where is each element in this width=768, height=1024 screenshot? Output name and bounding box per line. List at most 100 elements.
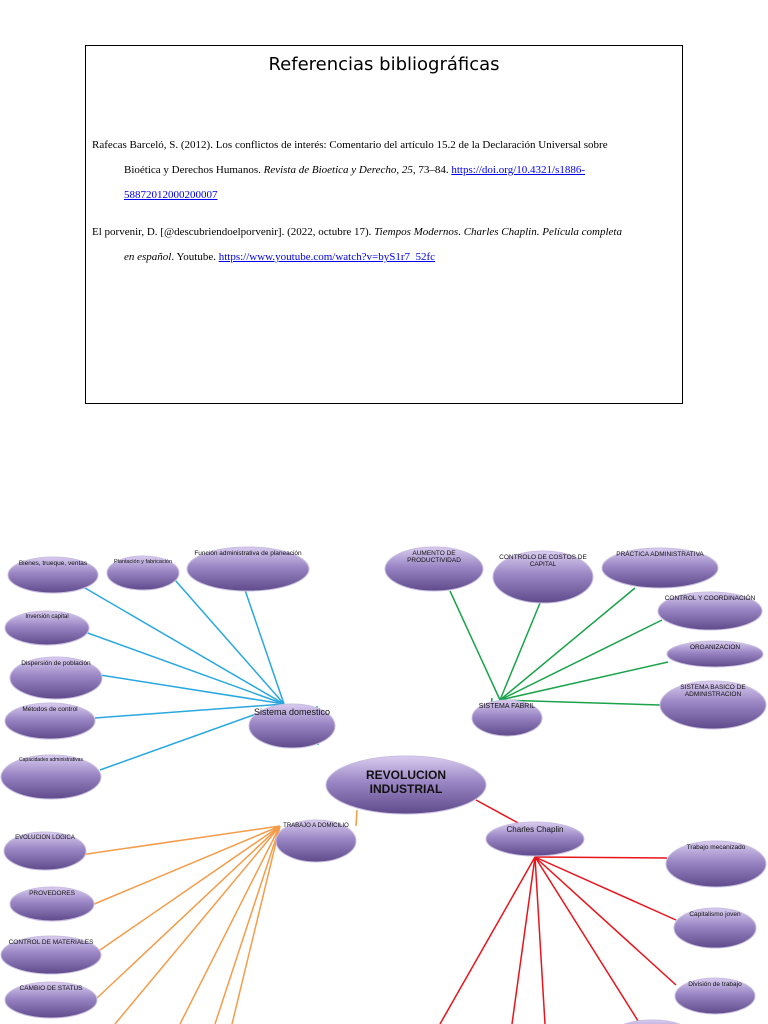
- child-node-label: Función administrativa de planeación: [194, 550, 302, 557]
- edge-branch-continuation: [231, 825, 281, 1024]
- reference-porvenir-source: . Youtube.: [171, 251, 219, 263]
- child-node: [657, 591, 763, 631]
- edge-branch-to-child: [499, 602, 541, 701]
- child-node: [0, 754, 102, 800]
- branch-node: [485, 821, 585, 857]
- child-node: [4, 702, 96, 740]
- child-node-label: Dispersión de población: [21, 660, 91, 667]
- branch-node: [471, 699, 543, 737]
- references-title: Referencias bibliográficas: [268, 54, 500, 75]
- edge-center-to-branch: [355, 809, 358, 827]
- youtube-link[interactable]: https://www.youtube.com/watch?v=byS1r7_5…: [218, 251, 436, 263]
- reference-rafecas-cont: Bioética y Derechos Humanos.: [124, 164, 264, 176]
- reference-rafecas-journal: Revista de Bioetica y Derecho, 25: [263, 164, 413, 176]
- child-node: [659, 680, 767, 730]
- child-node: [673, 907, 757, 949]
- child-node-label: PROVEDORES: [29, 890, 75, 897]
- child-node-label: Métodos de control: [22, 706, 78, 713]
- reference-rafecas-pages: , 73–84.: [412, 164, 452, 176]
- branch-node-label: TRABAJO A DOMICILIO: [283, 823, 349, 829]
- reference-porvenir-title: Tiempos Modernos. Charles Chaplin. Pelíc…: [374, 226, 622, 238]
- edge-branch-to-child: [79, 825, 281, 856]
- edge-branch-continuation: [534, 856, 546, 1024]
- child-node: [106, 555, 180, 591]
- child-node-label: Trabajo mecanizado: [686, 844, 746, 851]
- child-node: [4, 610, 90, 646]
- edge-branch-to-child: [449, 590, 501, 701]
- child-node: [674, 977, 756, 1015]
- references-box: Referencias bibliográficas Rafecas Barce…: [85, 45, 683, 404]
- edge-branch-to-child: [96, 825, 281, 999]
- edge-branch-to-child: [91, 825, 281, 906]
- edge-branch-to-child: [84, 587, 285, 705]
- child-node-label: Bienes, trueque, ventas: [18, 560, 88, 567]
- child-node-label: AUMENTO DE PRODUCTIVIDAD: [407, 550, 461, 565]
- child-node: [4, 981, 98, 1019]
- edge-branch-to-child: [534, 856, 668, 859]
- child-node: [186, 546, 310, 592]
- child-node: [492, 550, 594, 604]
- child-node-label: División de trabajo: [688, 981, 742, 988]
- edge-branch-to-child: [499, 699, 661, 706]
- reference-porvenir-authors: El porvenir, D. [@descubriendoelporvenir…: [92, 226, 375, 238]
- reference-porvenir: El porvenir, D. [@descubriendoelporvenir…: [92, 220, 677, 270]
- doi-link-continued[interactable]: 58872012000200007: [124, 189, 218, 201]
- edge-branch-continuation: [439, 856, 536, 1024]
- reference-rafecas-line2: Bioética y Derechos Humanos. Revista de …: [92, 158, 677, 183]
- child-node: [7, 556, 99, 594]
- reference-rafecas-line1: Rafecas Barceló, S. (2012). Los conflict…: [92, 139, 608, 151]
- child-node-label: CONTROL Y COORDINACIÓN: [664, 595, 756, 602]
- edge-branch-continuation: [179, 825, 281, 1024]
- child-node-label: CAMBIO DE STATUS: [19, 985, 83, 992]
- reference-porvenir-title-end: en español: [124, 251, 172, 263]
- edge-branch-continuation: [114, 825, 281, 1024]
- edge-branch-to-child: [84, 631, 285, 705]
- reference-porvenir-line2: en español. Youtube. https://www.youtube…: [92, 245, 677, 270]
- edge-branch-continuation: [534, 856, 641, 1024]
- child-node: [384, 546, 484, 592]
- edge-branch-to-child: [174, 579, 285, 705]
- edge-branch-continuation: [214, 825, 281, 1024]
- center-node-label: REVOLUCION INDUSTRIAL: [365, 768, 446, 796]
- edge-branch-to-child: [499, 587, 636, 701]
- edge-branch-to-child: [499, 619, 663, 701]
- doi-link[interactable]: https://doi.org/10.4321/s1886-: [451, 164, 586, 176]
- edge-branch-continuation: [511, 856, 536, 1024]
- edge-branch-to-child: [99, 674, 285, 705]
- child-node: [665, 840, 767, 888]
- child-node: [3, 831, 87, 871]
- edge-branch-to-child: [534, 856, 677, 986]
- child-node-label: Plantación y fabricación: [113, 559, 173, 565]
- child-node: [9, 886, 95, 922]
- child-node: [9, 656, 103, 700]
- child-node-label: EVOLUCION LOGICA: [15, 835, 75, 841]
- reference-rafecas: Rafecas Barceló, S. (2012). Los conflict…: [92, 133, 677, 208]
- reference-rafecas-line3: 58872012000200007: [92, 183, 677, 208]
- child-node: [601, 547, 719, 589]
- edge-branch-to-child: [99, 703, 285, 771]
- child-node-label: Inversión capital: [25, 614, 69, 620]
- edge-center-to-branch: [475, 799, 521, 825]
- child-node-label: CONTROLO DE COSTOS DE CAPITAL: [499, 554, 587, 569]
- edge-branch-to-child: [499, 661, 669, 701]
- center-node: [325, 755, 487, 815]
- child-node-label: ORGANIZACION: [689, 644, 741, 651]
- partial-node: [623, 1019, 681, 1024]
- edge-branch-to-child: [99, 825, 281, 951]
- child-node-label: Capitalismo joven: [689, 911, 741, 918]
- branch-node: [248, 703, 336, 749]
- child-node-label: CONTROL DE MATERIALES: [8, 939, 94, 946]
- branch-node-label: Charles Chaplin: [506, 825, 564, 834]
- branch-node-label: Sistema domestico: [253, 707, 331, 717]
- edge-branch-to-child: [534, 856, 677, 921]
- edge-branch-to-child: [94, 703, 285, 719]
- child-node: [666, 640, 764, 668]
- edge-branch-to-child: [244, 589, 285, 705]
- branch-node-label: SISTEMA FABRIL: [478, 703, 536, 710]
- child-node-label: SISTEMA BASICO DE ADMINISTRACION: [680, 684, 746, 699]
- branch-node: [275, 819, 357, 863]
- child-node-label: PRÁCTICA ADMINISTRATIVA: [616, 551, 704, 558]
- child-node: [0, 935, 102, 975]
- reference-porvenir-line1: El porvenir, D. [@descubriendoelporvenir…: [92, 220, 677, 245]
